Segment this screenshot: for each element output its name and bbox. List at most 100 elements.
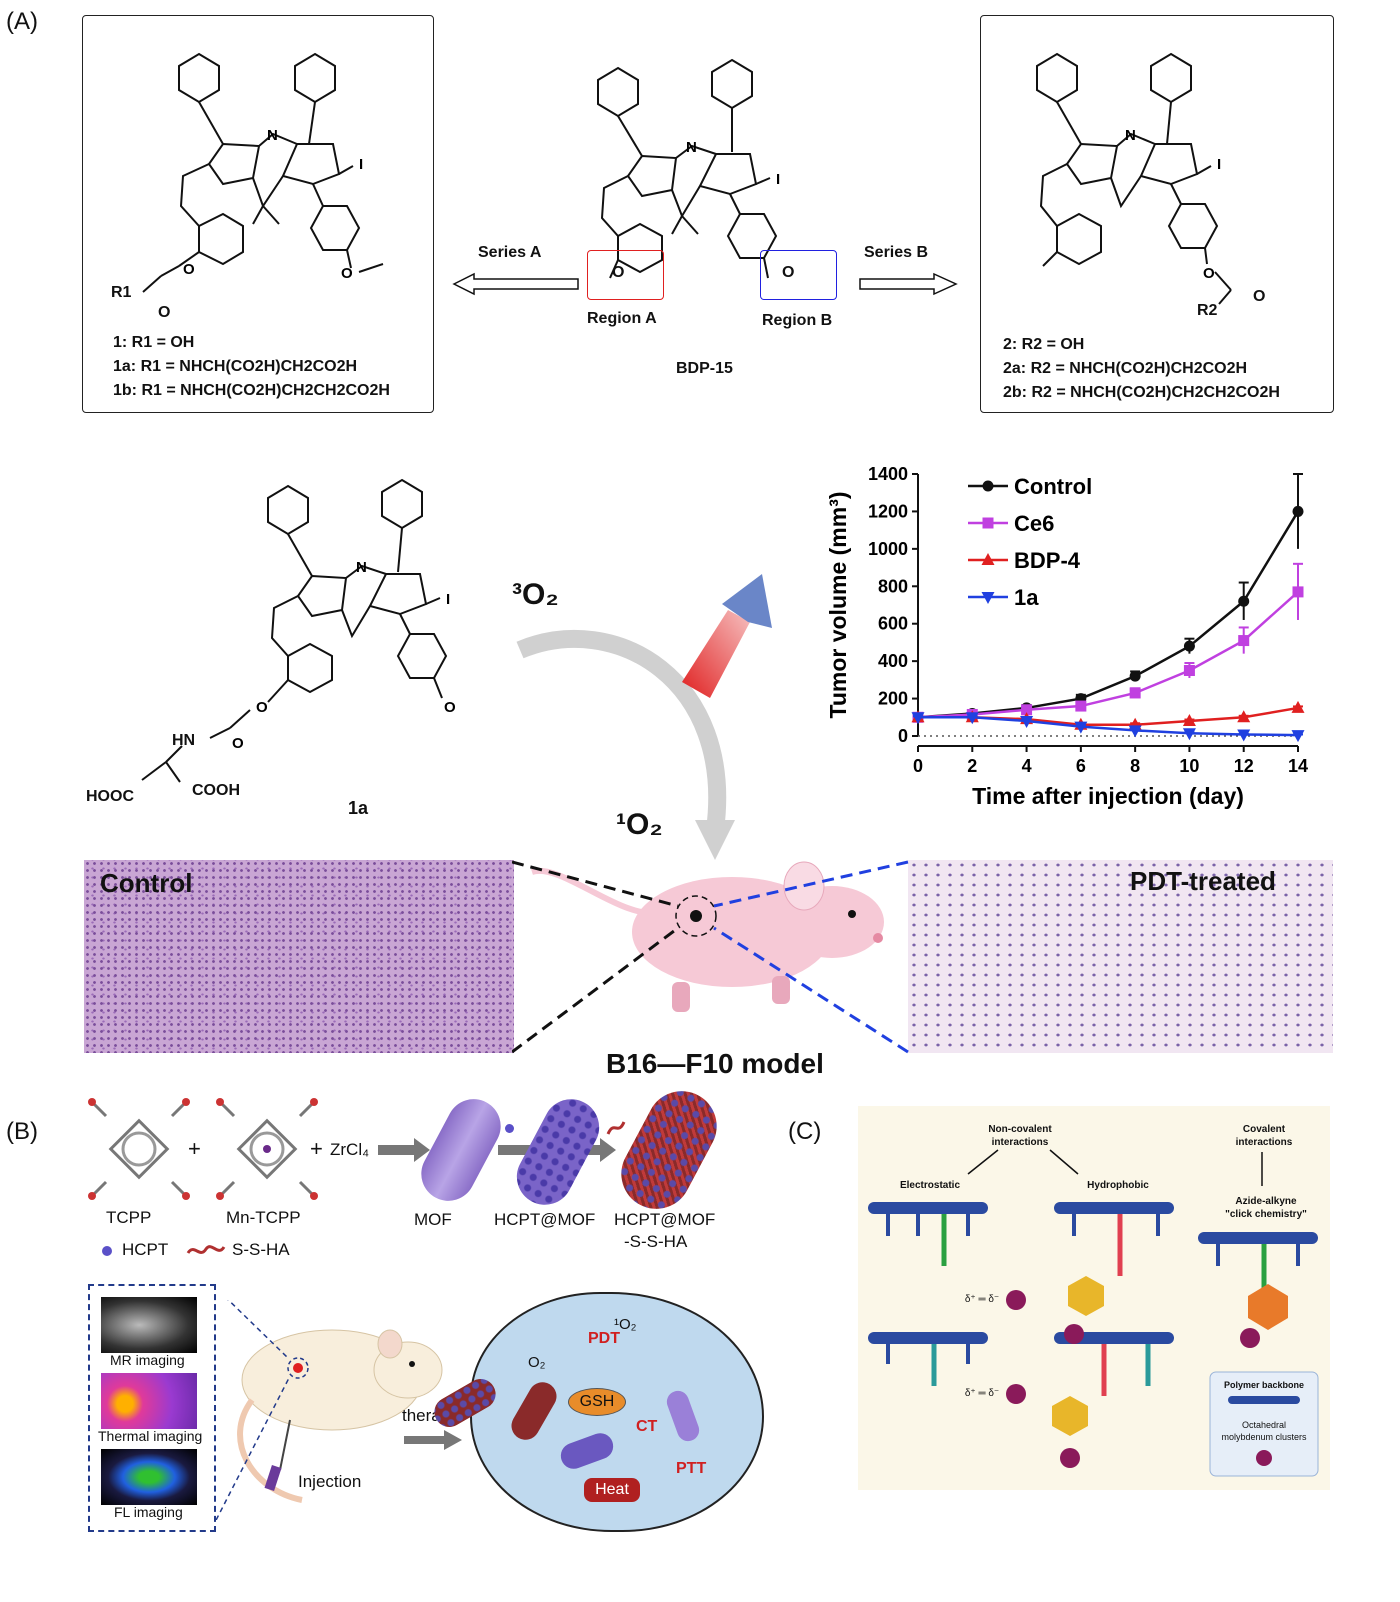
svg-text:O: O — [1203, 265, 1215, 282]
compound-series-b-structure: N I O — [1036, 52, 1232, 305]
legend-label-0: Control — [1014, 474, 1092, 499]
ct-label: CT — [636, 1418, 658, 1435]
hcpt-mof-label: HCPT@MOF — [494, 1210, 596, 1229]
ptt-label: PTT — [676, 1460, 707, 1477]
y-tick-label: 1000 — [868, 539, 908, 559]
series-b-arrow — [859, 272, 958, 296]
data-point — [1182, 714, 1196, 727]
legend-cluster-label-1: Octahedral — [1241, 1420, 1287, 1430]
o2-label: O₂ — [528, 1354, 546, 1371]
rat-illustration — [215, 1300, 443, 1520]
hcpt-mof-ssha-label-1: HCPT@MOF — [614, 1210, 716, 1229]
r2-label: R2 — [1197, 302, 1218, 319]
x-tick-label: 12 — [1234, 756, 1254, 776]
data-point — [1238, 595, 1250, 607]
tcpp-label: TCPP — [106, 1208, 152, 1227]
bdp15-label: BDP-15 — [676, 360, 733, 377]
data-point — [1237, 729, 1251, 742]
legend-marker-2 — [981, 553, 995, 565]
control-histology-label: Control — [100, 868, 193, 898]
noncovalent-title-2: interactions — [991, 1137, 1049, 1148]
data-point — [1182, 728, 1196, 741]
thermal-label: Thermal imaging — [98, 1428, 203, 1444]
right-carbonyl-o: O — [1253, 288, 1266, 305]
mr-label: MR imaging — [110, 1352, 185, 1368]
series-b-label: Series B — [864, 244, 929, 261]
x-tick-label: 6 — [1076, 756, 1086, 776]
x-tick-label: 8 — [1130, 756, 1140, 776]
left-list-3: 1b: R1 = NHCH(CO2H)CH2CH2CO2H — [113, 382, 390, 399]
hcpt-mof-ssha-label-2: -S-S-HA — [624, 1232, 688, 1251]
series-b-box: N I O O R2 2: R2 = OH 2a: R2 = NHCH(CO2H… — [980, 15, 1334, 413]
left-list-1: 1: R1 = OH — [113, 334, 195, 351]
iodine-label: I — [359, 156, 363, 173]
panel-label-a: (A) — [6, 8, 38, 35]
legend-marker-3 — [981, 592, 995, 604]
control-histology-image: Control — [84, 860, 514, 1053]
data-point — [1238, 635, 1250, 647]
svg-text:O: O — [183, 261, 195, 278]
singlet-oxygen-label: ¹O₂ — [616, 808, 663, 841]
panel-label-b: (B) — [6, 1118, 38, 1145]
mn-tcpp-label: Mn-TCPP — [226, 1208, 301, 1227]
data-point — [1129, 687, 1141, 699]
legend-cluster-label-2: molybdenum clusters — [1221, 1432, 1307, 1442]
series-a-label: Series A — [478, 244, 542, 261]
svg-text:O: O — [256, 699, 268, 716]
svg-text:I: I — [1217, 156, 1221, 173]
right-list-2: 2a: R2 = NHCH(CO2H)CH2CO2H — [1003, 360, 1248, 377]
imaging-frame — [88, 1284, 216, 1532]
data-point — [965, 712, 979, 725]
click-label-2: "click chemistry" — [1225, 1209, 1307, 1220]
mof-label: MOF — [414, 1210, 452, 1229]
series-a-arrow — [452, 272, 579, 296]
svg-text:N: N — [1125, 127, 1136, 144]
y-tick-label: 200 — [878, 689, 908, 709]
data-point — [911, 712, 925, 725]
svg-text:N: N — [356, 559, 367, 576]
x-tick-label: 14 — [1288, 756, 1308, 776]
hydrophobic-label: Hydrophobic — [1087, 1180, 1149, 1191]
covalent-title-1: Covalent — [1242, 1124, 1286, 1135]
legend-label-3: 1a — [1014, 585, 1039, 610]
svg-text:O: O — [232, 735, 244, 752]
bdp15-structure: N I — [597, 58, 780, 279]
left-carbonyl-o: O — [158, 304, 171, 321]
compound-1a-label: 1a — [348, 798, 369, 818]
compound-1a-structure: N I O O O — [141, 478, 456, 783]
model-label: B16—F10 model — [606, 1048, 824, 1079]
y-tick-label: 400 — [878, 651, 908, 671]
series-line-0 — [917, 510, 1300, 719]
region-b-box — [760, 250, 837, 300]
region-a-label: Region A — [587, 310, 657, 327]
hooc-label: HOOC — [86, 788, 134, 805]
r1-label: R1 — [111, 284, 132, 301]
region-b-label: Region B — [762, 312, 833, 329]
x-tick-label: 2 — [967, 756, 977, 776]
x-tick-label: 10 — [1179, 756, 1199, 776]
series-line-3 — [918, 716, 1299, 737]
legend-backbone-label: Polymer backbone — [1223, 1380, 1305, 1390]
mouse-illustration — [512, 860, 909, 1054]
right-list-1: 2: R2 = OH — [1003, 336, 1085, 353]
legend-marker-0 — [982, 480, 994, 492]
fl-image — [101, 1449, 197, 1505]
y-tick-label: 800 — [878, 576, 908, 596]
data-point — [1291, 700, 1305, 713]
laser-icon — [682, 574, 772, 698]
pdt-histology-label: PDT-treated — [1130, 866, 1276, 896]
cooh-label: COOH — [192, 782, 240, 799]
legend-ssha-squiggle — [186, 1245, 226, 1254]
region-a-box — [587, 250, 664, 300]
mr-image — [101, 1297, 197, 1353]
right-list-3: 2b: R2 = NHCH(CO2H)CH2CH2CO2H — [1003, 384, 1280, 401]
legend-label-2: BDP-4 — [1014, 548, 1081, 573]
pdt-label: PDT — [588, 1330, 620, 1347]
data-point — [1128, 725, 1142, 738]
data-point — [1074, 721, 1088, 734]
svg-text:O: O — [444, 699, 456, 716]
triplet-oxygen-label: ³O₂ — [512, 578, 559, 611]
hcpt-dot — [505, 1124, 514, 1133]
panel-label-c: (C) — [788, 1118, 822, 1145]
